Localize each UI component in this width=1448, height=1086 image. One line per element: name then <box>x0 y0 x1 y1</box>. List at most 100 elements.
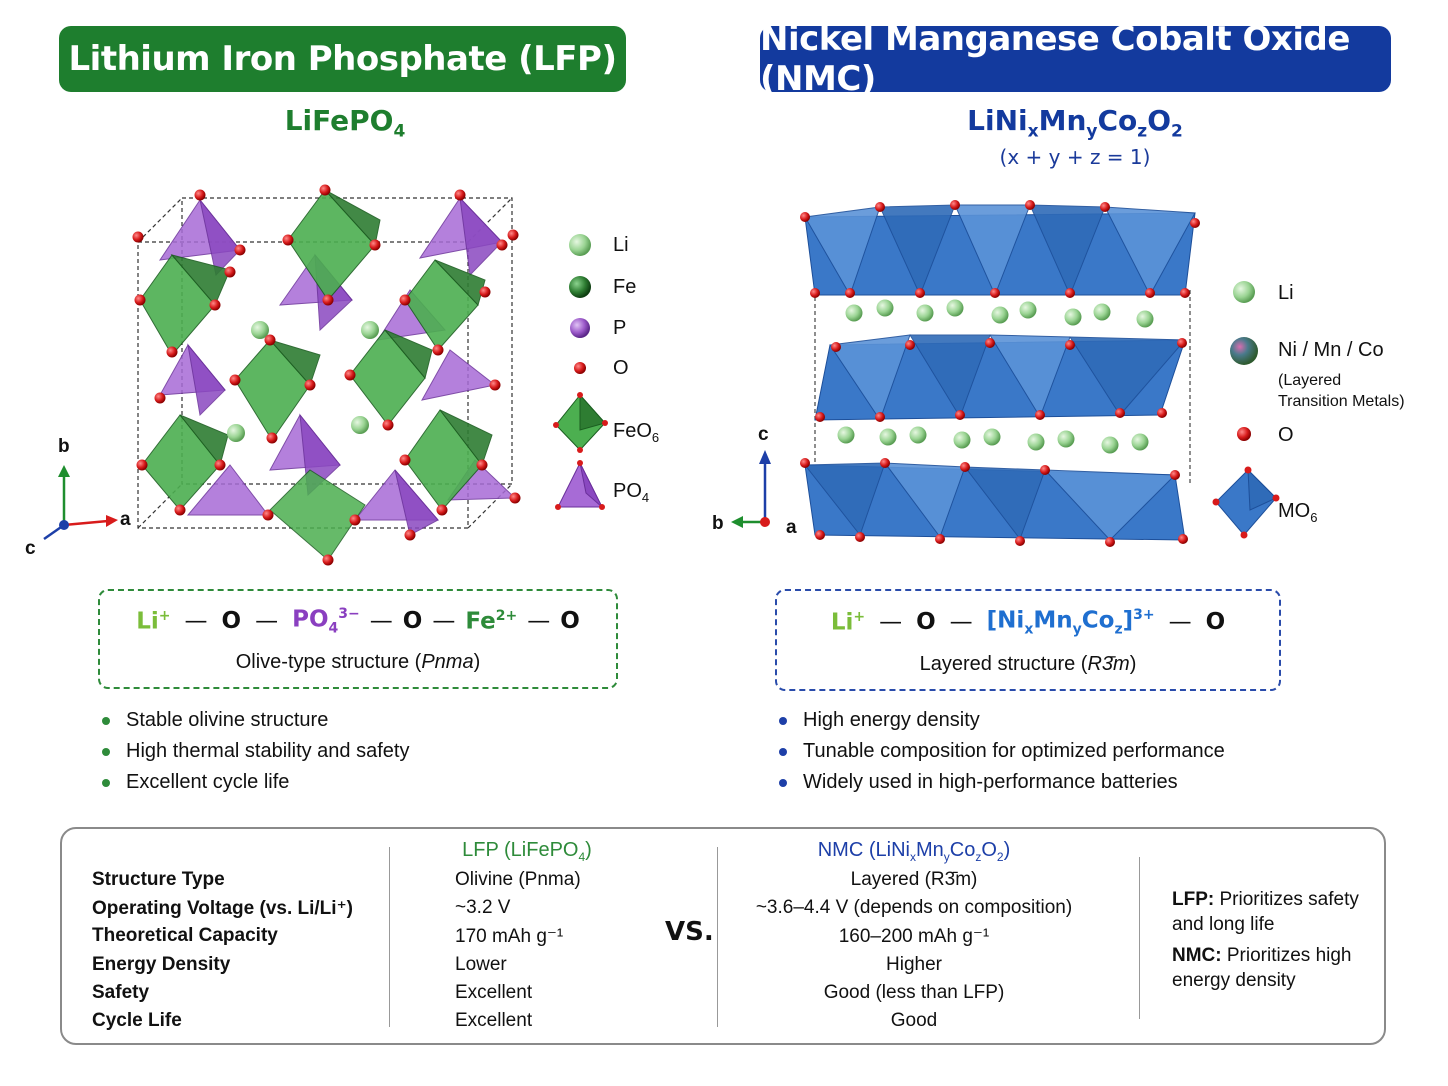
row-label: Cycle Life <box>92 1010 182 1032</box>
nmc-title-banner: Nickel Manganese Cobalt Oxide (NMC) <box>760 19 1391 99</box>
lfp-formula: LiFePO4 <box>284 104 406 142</box>
nmc-axis-b: b <box>712 513 724 534</box>
divider <box>1139 857 1140 1019</box>
list-item: Stable olivine structure <box>102 705 409 736</box>
lfp-bullets: Stable olivine structure High thermal st… <box>102 705 409 798</box>
bullet-dot-icon <box>102 747 110 756</box>
list-item: Widely used in high-performance batterie… <box>779 767 1225 798</box>
nmc-axis-indicator <box>731 450 771 528</box>
li-atom-icon <box>569 234 591 256</box>
row-label: Operating Voltage (vs. Li/Li⁺) <box>92 897 353 919</box>
lfp-chain-caption: Olive-type structure (Pnma) <box>235 651 481 673</box>
nmc-values-column: Layered (R3̄m) ~3.6–4.4 V (depends on co… <box>734 866 1094 1035</box>
nmc-legend-li: Li <box>1278 282 1294 304</box>
table-cell: ~3.6–4.4 V (depends on composition) <box>755 897 1073 919</box>
lfp-title: Lithium Iron Phosphate (LFP) <box>68 39 617 79</box>
lfp-feo6-octahedra <box>139 189 493 561</box>
bullet-dot-icon <box>102 716 110 725</box>
nmc-bullets: High energy density Tunable composition … <box>779 705 1225 798</box>
nmc-axis-c: c <box>758 424 769 445</box>
lfp-legend-po4: PO4 <box>613 480 650 505</box>
table-cell: ~3.2 V <box>455 897 511 919</box>
bullet-dot-icon <box>779 747 787 756</box>
table-cell: Olivine (Pnma) <box>455 869 581 891</box>
table-cell: Excellent <box>455 981 533 1003</box>
summary-notes: LFP: Prioritizes safety and long life NM… <box>1172 889 1359 991</box>
nmc-column-header: NMC (LiNixMnyCozO2) <box>817 839 1011 864</box>
lfp-note: LFP: Prioritizes safety <box>1172 889 1359 910</box>
list-item: High energy density <box>779 705 1225 736</box>
list-item: Tunable composition for optimized perfor… <box>779 736 1225 767</box>
nmc-bottom-mo6-layer <box>803 462 1186 541</box>
nmc-top-mo6-layer <box>804 204 1196 297</box>
lfp-o-atoms <box>132 184 521 566</box>
o-atom-icon <box>1237 427 1251 441</box>
mo6-octahedron-icon <box>1212 466 1280 539</box>
feo6-octahedron-icon <box>553 392 608 453</box>
lfp-crystal-structure <box>132 184 521 566</box>
li-atom-icon <box>1233 281 1255 303</box>
row-label: Structure Type <box>92 869 225 891</box>
tm-atom-icon <box>1230 337 1258 365</box>
nmc-legend-icons <box>1212 281 1280 539</box>
lfp-legend-icons <box>553 234 608 510</box>
nmc-legend-mo6: MO6 <box>1278 500 1318 525</box>
row-labels-column: Structure Type Operating Voltage (vs. Li… <box>92 866 353 1035</box>
nmc-axis-a: a <box>786 517 797 538</box>
lfp-axis-c: c <box>25 538 36 559</box>
table-cell: Higher <box>886 953 942 975</box>
table-cell: 170 mAh g⁻¹ <box>455 925 564 947</box>
lfp-axis-indicator <box>43 465 118 541</box>
table-cell: Good (less than LFP) <box>823 981 1005 1003</box>
nmc-unit-cell <box>814 290 1191 485</box>
nmc-middle-mo6-layer <box>814 334 1187 422</box>
lfp-chain-formula: Li+ — O — PO43− — O — Fe2+ — O <box>136 605 580 637</box>
lfp-column-header: LFP (LiFePO4) <box>462 839 592 864</box>
list-item: Excellent cycle life <box>102 767 409 798</box>
nmc-chain-box: Li+ — O — [NixMnyCoz]3+ — O Layered stru… <box>775 589 1281 691</box>
lfp-legend-o: O <box>613 357 629 379</box>
lfp-title-banner: Lithium Iron Phosphate (LFP) <box>59 26 626 92</box>
nmc-chain-caption: Layered structure (R3̄m) <box>919 653 1137 675</box>
po4-tetrahedron-icon <box>555 460 605 510</box>
divider <box>717 847 718 1027</box>
table-cell: Excellent <box>455 1010 533 1032</box>
lfp-legend-li: Li <box>613 234 629 256</box>
fe-atom-icon <box>569 276 591 298</box>
nmc-legend-o: O <box>1278 424 1294 446</box>
o-atom-icon <box>574 362 586 374</box>
nmc-chain-formula: Li+ — O — [NixMnyCoz]3+ — O <box>830 606 1226 638</box>
nmc-crystal-structure <box>800 200 1200 547</box>
nmc-legend-tm-note: (Layered Transition Metals) <box>1278 372 1405 410</box>
table-cell: Layered (R3̄m) <box>850 869 978 891</box>
lfp-values-column: Olivine (Pnma) ~3.2 V 170 mAh g⁻¹ Lower … <box>455 866 581 1035</box>
lfp-legend-feo6: FeO6 <box>613 420 660 445</box>
nmc-li-atoms <box>837 299 1154 454</box>
lfp-axis-b: b <box>58 436 70 457</box>
lfp-axis-a: a <box>120 509 131 530</box>
nmc-note: NMC: Prioritizes high <box>1172 945 1352 966</box>
nmc-title: Nickel Manganese Cobalt Oxide (NMC) <box>760 19 1350 99</box>
divider <box>389 847 390 1027</box>
table-cell: Good <box>890 1010 938 1032</box>
bullet-dot-icon <box>102 778 110 787</box>
nmc-o-atoms <box>800 200 1200 547</box>
lfp-po4-tetrahedra <box>158 196 517 536</box>
nmc-legend-tm: Ni / Mn / Co <box>1278 339 1384 361</box>
lfp-li-atoms <box>227 321 379 442</box>
bullet-dot-icon <box>779 716 787 725</box>
table-cell: Lower <box>455 953 507 975</box>
p-atom-icon <box>570 318 590 338</box>
row-label: Safety <box>92 981 150 1003</box>
comparison-table: Structure Type Operating Voltage (vs. Li… <box>60 827 1386 1045</box>
lfp-legend-fe: Fe <box>613 276 637 298</box>
lfp-legend-p: P <box>613 317 627 339</box>
vs-label: VS. <box>665 917 714 947</box>
nmc-subformula: (x + y + z = 1) <box>999 145 1151 169</box>
bullet-dot-icon <box>779 778 787 787</box>
lfp-chain-box: Li+ — O — PO43− — O — Fe2+ — O Olive-typ… <box>98 589 618 689</box>
table-cell: 160–200 mAh g⁻¹ <box>838 925 990 947</box>
row-label: Theoretical Capacity <box>92 925 278 947</box>
list-item: High thermal stability and safety <box>102 736 409 767</box>
nmc-formula: LiNixMnyCozO2 <box>967 104 1183 142</box>
